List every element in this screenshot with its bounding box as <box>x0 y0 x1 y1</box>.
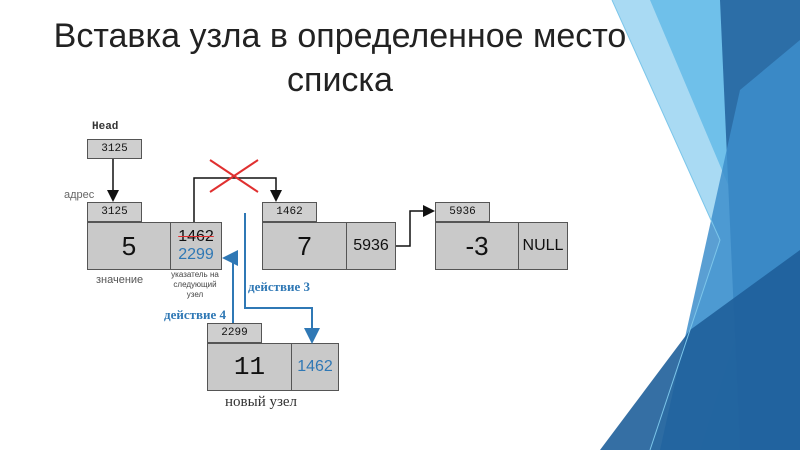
new-node-caption: новый узел <box>225 394 298 410</box>
node3-value: -3 <box>435 222 519 270</box>
head-label: Head <box>92 121 119 133</box>
address-label: адрес <box>64 189 95 201</box>
new-node-address: 2299 <box>207 323 262 343</box>
node2-address: 1462 <box>262 202 317 222</box>
cross-icon <box>209 159 259 193</box>
action3-label: действие 3 <box>248 279 311 294</box>
node1-new-next: 2299 <box>178 246 214 263</box>
head-value: 3125 <box>87 139 142 159</box>
pointer-label: указатель на следующий узел <box>171 270 219 299</box>
old-link-arrow <box>193 177 282 222</box>
action4-arrow <box>222 250 238 323</box>
node3-address: 5936 <box>435 202 490 222</box>
node2-to-node3-arrow <box>396 205 435 247</box>
node1-address: 3125 <box>87 202 142 222</box>
node2-next: 5936 <box>346 222 396 270</box>
value-label: значение <box>96 274 144 286</box>
new-node-next: 1462 <box>291 343 339 391</box>
slide-title: Вставка узла в определенное место списка <box>53 17 627 99</box>
node3-next: NULL <box>518 222 568 270</box>
node1-value: 5 <box>87 222 171 270</box>
action4-label: действие 4 <box>164 307 227 322</box>
node2-value: 7 <box>262 222 347 270</box>
action3-arrow <box>244 213 320 344</box>
node1-pointer-cell: 1462 2299 <box>170 222 222 270</box>
node1-old-next: 1462 <box>178 228 214 245</box>
